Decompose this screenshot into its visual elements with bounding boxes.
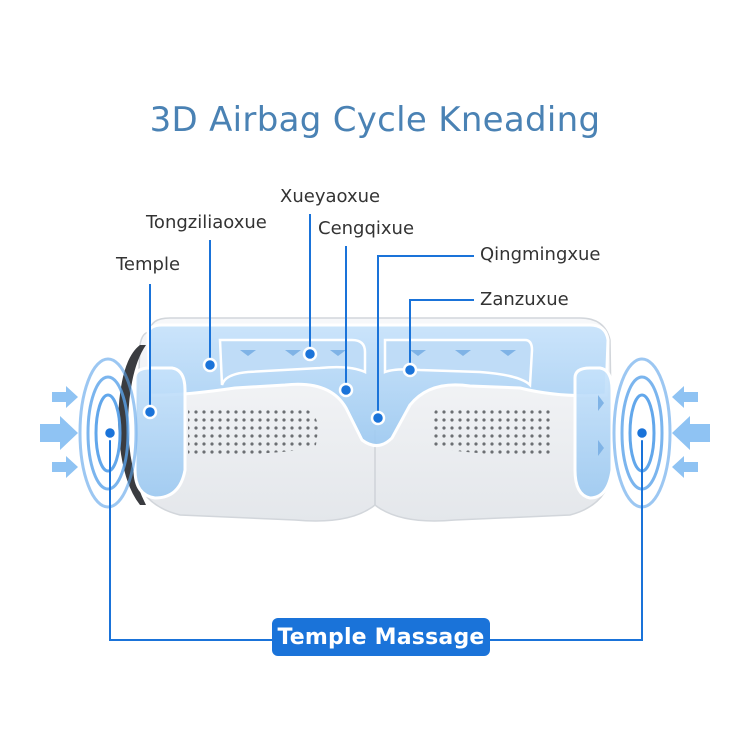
temple-massage-badge: Temple Massage (272, 618, 490, 656)
label-zanzuxue: Zanzuxue (480, 289, 569, 310)
page-title: 3D Airbag Cycle Kneading (149, 100, 601, 140)
label-tongziliaoxue: Tongziliaoxue (146, 212, 267, 233)
point-marker-icon-group (102, 346, 650, 441)
label-temple: Temple (116, 254, 181, 275)
arrow-left-icon-group (672, 386, 710, 478)
label-cengqixue: Cengqixue (318, 218, 415, 239)
speaker-grille-left (188, 408, 318, 455)
ripple-wave-icon-left (78, 357, 138, 509)
leader-lines (109, 214, 643, 641)
label-qingmingxue: Qingmingxue (480, 244, 601, 265)
label-xueyaoxue: Xueyaoxue (280, 186, 381, 207)
arrow-right-icon-group (40, 386, 78, 478)
speaker-grille-right (432, 408, 552, 455)
